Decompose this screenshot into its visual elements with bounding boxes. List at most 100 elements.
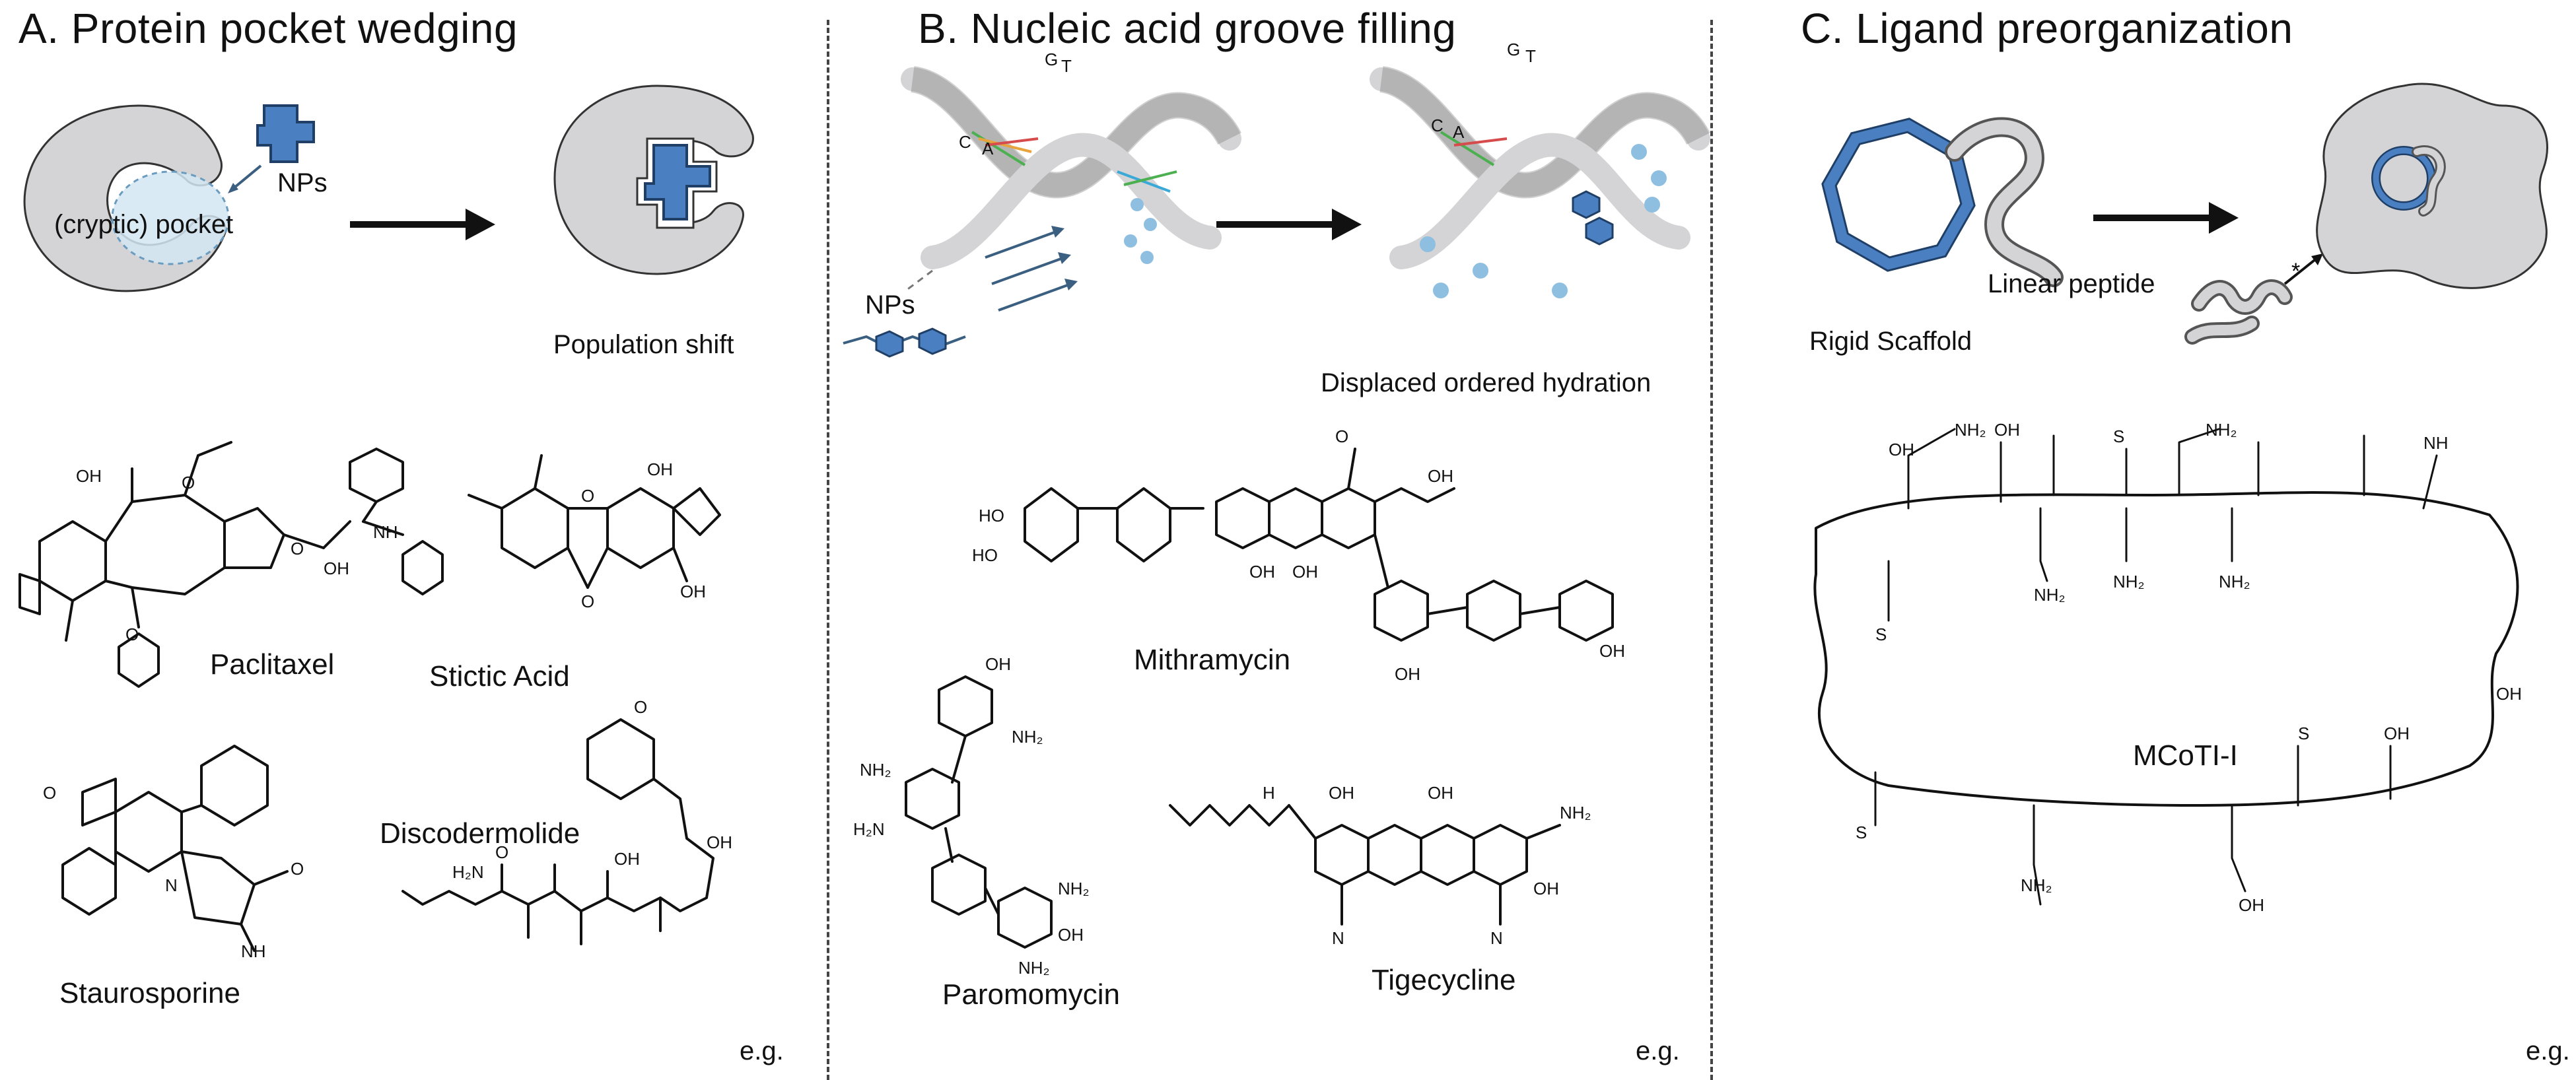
linear-peptide-illustration: * [2184,253,2323,345]
svg-text:OH: OH [1889,440,1914,459]
molecule-label-stictic-acid: Stictic Acid [429,660,570,692]
nps-label-b: NPs [865,290,915,320]
protein-apo-illustration [23,104,230,292]
molecule-label-staurosporine: Staurosporine [59,977,240,1009]
svg-text:NH₂: NH₂ [2206,420,2237,440]
svg-text:N: N [1332,928,1344,948]
panel-ligand-preorganization: C. Ligand preorganization Rigid Scaffold… [1710,0,2576,1080]
svg-text:S: S [2298,724,2309,743]
svg-text:O: O [1335,426,1348,446]
svg-text:NH₂: NH₂ [1012,727,1043,747]
svg-text:NH₂: NH₂ [2113,572,2145,591]
svg-text:OH: OH [2384,724,2410,743]
base-letter-a-after: A [1453,122,1465,142]
svg-text:OH: OH [1292,562,1318,582]
nps-label-a: NPs [277,168,328,197]
base-letter-t-before: T [1061,56,1072,76]
svg-text:NH₂: NH₂ [2021,875,2052,895]
reaction-arrow-a [350,209,495,240]
svg-text:OH: OH [324,558,349,578]
svg-text:N: N [1490,928,1503,948]
svg-text:OH: OH [2496,684,2522,704]
svg-text:N: N [165,875,178,895]
molecule-label-paromomycin: Paromomycin [942,978,1120,1011]
mcoti-i-structure: NH₂ NH₂ NH OH OH S NH₂ NH₂ NH₂ S S OH NH… [1813,420,2522,915]
svg-text:NH₂: NH₂ [1560,803,1591,823]
svg-text:H₂N: H₂N [452,862,484,882]
linear-peptide-label: Linear peptide [1988,269,2155,298]
base-letter-t-after: T [1525,46,1536,66]
rigid-scaffold-label: Rigid Scaffold [1809,327,1972,356]
svg-text:NH₂: NH₂ [2219,572,2250,591]
svg-text:O: O [125,624,139,644]
svg-text:S: S [2113,426,2124,446]
binding-arrow-small [228,164,262,193]
base-letter-g-after: G [1507,40,1521,59]
svg-text:OH: OH [1428,783,1453,803]
svg-text:OH: OH [1329,783,1354,803]
divider-left [827,20,829,1080]
svg-text:OH: OH [1599,641,1625,661]
panel-b-title: B. Nucleic acid groove filling [918,5,1457,52]
svg-text:H₂N: H₂N [853,819,885,839]
np-ligand-icon [256,104,315,163]
eg-label-a: e.g. [740,1036,784,1065]
svg-text:OH: OH [1533,879,1559,898]
discodermolide-structure: OH OH O H₂N O [401,697,732,945]
svg-text:*: * [2291,259,2300,284]
population-shift-label: Population shift [553,330,734,359]
svg-text:OH: OH [1249,562,1275,582]
svg-text:NH: NH [2423,433,2449,453]
molecule-label-paclitaxel: Paclitaxel [210,648,335,681]
panel-protein-pocket-wedging: A. Protein pocket wedging (cryptic) pock… [0,0,822,1080]
svg-text:O: O [182,473,195,492]
svg-text:O: O [495,842,508,862]
svg-text:OH: OH [1395,664,1420,684]
panel-c-title: C. Ligand preorganization [1801,5,2293,52]
panel-nucleic-acid-groove-filling: B. Nucleic acid groove filling G T C A N… [827,0,1710,1080]
svg-text:HO: HO [972,545,998,565]
base-letter-a-before: A [982,139,994,158]
dna-helix-after [1370,66,1710,298]
svg-text:NH₂: NH₂ [860,760,891,780]
svg-text:OH: OH [1428,466,1453,486]
cryptic-pocket-label: (cryptic) pocket [54,210,234,239]
eg-label-c: e.g. [2526,1036,2570,1065]
reaction-arrow-b [1216,209,1362,240]
svg-text:NH: NH [241,941,266,961]
molecule-label-discodermolide: Discodermolide [380,817,580,850]
svg-text:OH: OH [1058,925,1084,945]
np-arrows-entering [985,226,1078,312]
stictic-acid-structure: OH O O OH [468,454,721,611]
svg-text:HO: HO [979,506,1004,525]
paclitaxel-structure: OH O O O OH NH [18,441,444,688]
svg-text:NH₂: NH₂ [2034,585,2066,605]
svg-text:OH: OH [614,849,640,869]
divider-right [1710,20,1713,1080]
svg-text:OH: OH [1994,420,2020,440]
reaction-arrow-c [2093,202,2239,234]
np-molecule-icon [843,327,966,358]
rigid-scaffold-illustration [1821,117,2064,287]
svg-text:NH₂: NH₂ [1018,958,1050,978]
protein-bound-macrocycle [2316,83,2548,289]
svg-text:OH: OH [76,466,102,486]
svg-text:OH: OH [707,832,732,852]
svg-text:S: S [1875,624,1887,644]
svg-text:H: H [1263,783,1275,803]
svg-text:O: O [634,697,647,717]
svg-text:NH₂: NH₂ [1058,879,1090,898]
svg-text:O: O [291,859,304,879]
molecule-label-mcoti-i: MCoTI-I [2133,739,2238,772]
molecule-label-tigecycline: Tigecycline [1372,964,1516,996]
paromomycin-structure: OH NH₂ NH₂ H₂N NH₂ OH NH₂ [853,654,1090,978]
base-letter-c-after: C [1431,116,1444,135]
svg-text:OH: OH [985,654,1011,674]
svg-text:OH: OH [680,582,706,601]
protein-holo-illustration [553,84,754,275]
svg-text:OH: OH [2239,895,2264,915]
staurosporine-structure: O N O NH [43,745,304,961]
mithramycin-structure: HO HO OH OH O OH OH OH [972,426,1625,684]
dna-helix-before [901,66,1241,292]
panel-a-title: A. Protein pocket wedging [18,5,518,52]
